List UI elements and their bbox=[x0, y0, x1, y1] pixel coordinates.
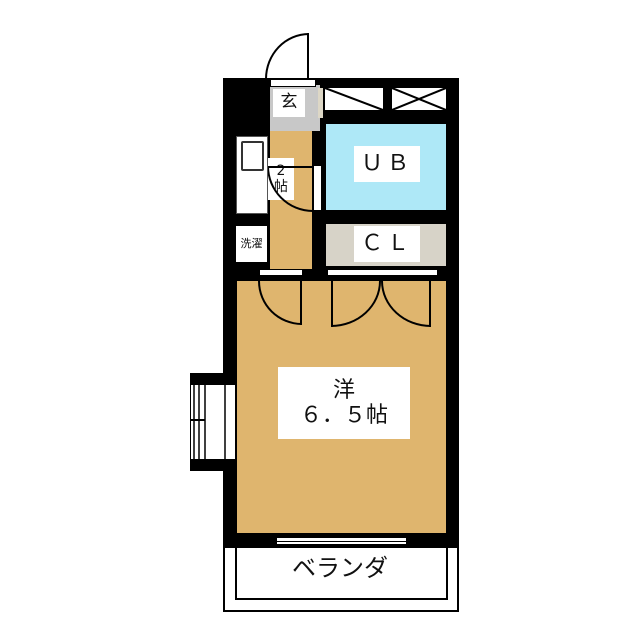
main-room-size: ６．５帖 bbox=[299, 403, 388, 428]
storage-cross-icon bbox=[392, 88, 446, 110]
balcony bbox=[223, 548, 459, 612]
closet-door-opening bbox=[327, 269, 438, 276]
room-door-opening bbox=[259, 269, 303, 276]
shoe-rack bbox=[318, 88, 323, 118]
balcony-label: ベランダ bbox=[292, 554, 388, 583]
unit-bath-label: ＵＢ bbox=[354, 146, 420, 182]
storage-box-1 bbox=[325, 88, 383, 110]
entrance-door-opening bbox=[270, 79, 316, 87]
main-room-label: 洋 ６．５帖 bbox=[278, 367, 410, 439]
bath-door-opening bbox=[314, 166, 321, 210]
balcony-window bbox=[276, 537, 407, 545]
entrance-door-swing bbox=[265, 33, 309, 79]
washer-space: 洗濯 bbox=[236, 226, 267, 262]
main-room-type: 洋 bbox=[332, 377, 355, 403]
entrance-label: 玄 bbox=[273, 89, 305, 117]
bay-window bbox=[191, 385, 235, 459]
balcony-inner-rail bbox=[235, 548, 448, 600]
window-icon bbox=[191, 385, 226, 459]
storage-cross-icon bbox=[325, 88, 383, 110]
closet-label: ＣＬ bbox=[354, 226, 420, 262]
storage-box-2 bbox=[392, 88, 446, 110]
sink-icon bbox=[241, 141, 264, 171]
